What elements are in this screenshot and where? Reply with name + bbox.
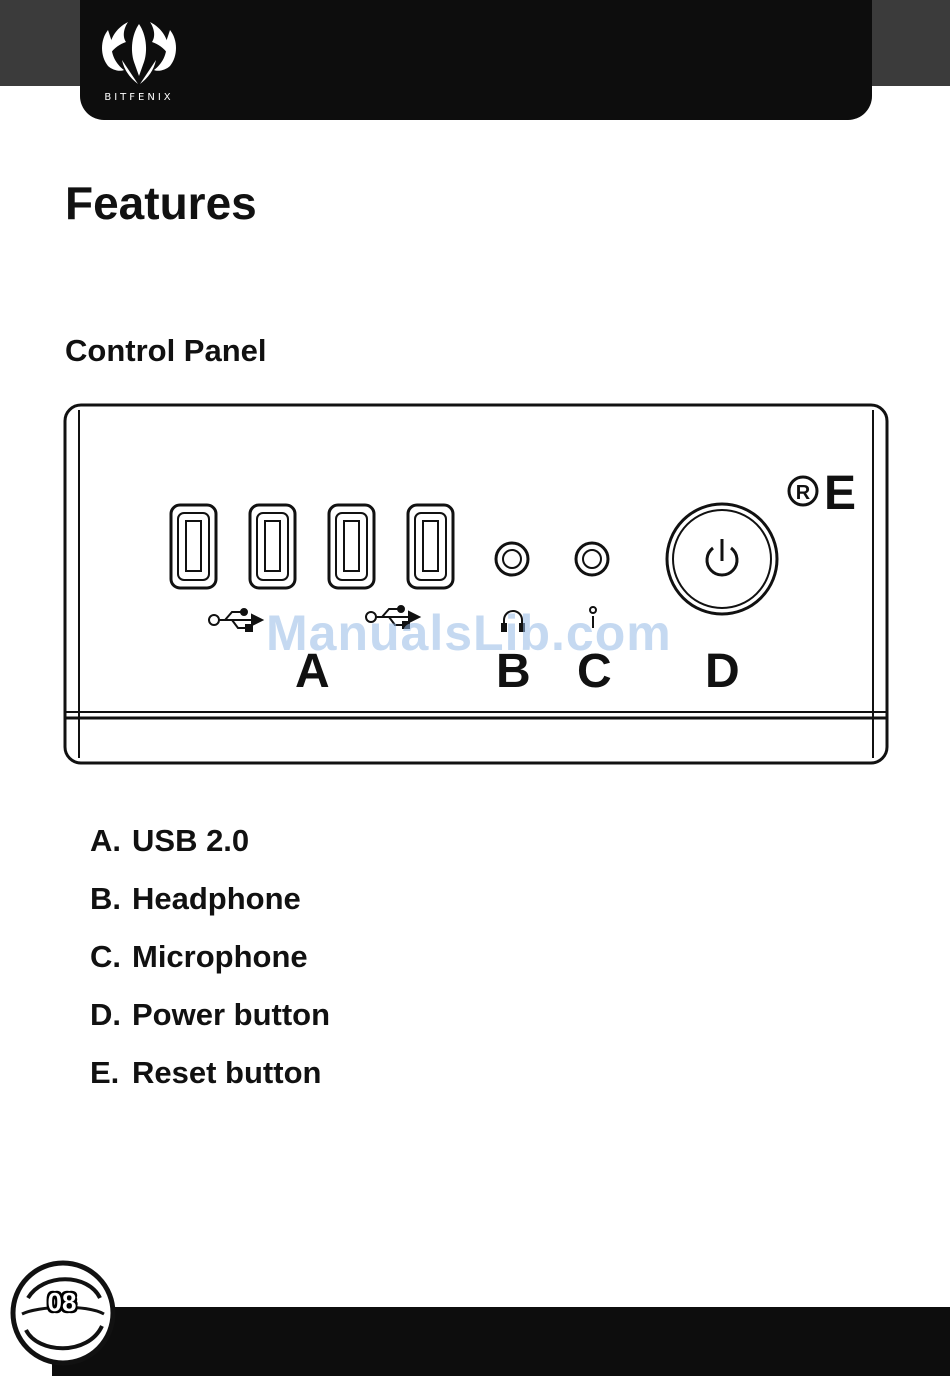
bitfenix-logo: BITFENIX [94, 10, 184, 110]
control-panel-drawing: R [62, 402, 892, 768]
usb-port [408, 505, 453, 588]
legend-item: D. Power button [90, 997, 330, 1055]
headphone-jack [496, 543, 528, 575]
legend-item: C. Microphone [90, 939, 330, 997]
power-icon [707, 539, 737, 575]
page-number: 08 [37, 1287, 87, 1318]
legend-text: Power button [132, 997, 330, 1055]
legend-key: A. [90, 823, 132, 881]
label-e: E [824, 466, 856, 521]
feature-legend: A. USB 2.0 B. Headphone C. Microphone D.… [90, 823, 330, 1113]
legend-item: E. Reset button [90, 1055, 330, 1113]
legend-item: B. Headphone [90, 881, 330, 939]
legend-text: USB 2.0 [132, 823, 249, 881]
header-tab [80, 0, 872, 120]
footer-bar [52, 1307, 950, 1376]
watermark: ManualsLib.com [266, 604, 672, 662]
microphone-jack [576, 543, 608, 575]
legend-text: Microphone [132, 939, 308, 997]
legend-item: A. USB 2.0 [90, 823, 330, 881]
control-panel-diagram: R A B C D E [62, 402, 892, 768]
legend-key: D. [90, 997, 132, 1055]
legend-text: Reset button [132, 1055, 321, 1113]
usb-icon [209, 609, 262, 631]
page-title: Features [65, 176, 257, 230]
svg-text:R: R [796, 482, 811, 504]
usb-port [329, 505, 374, 588]
legend-text: Headphone [132, 881, 301, 939]
usb-port [250, 505, 295, 588]
legend-key: E. [90, 1055, 132, 1113]
section-title: Control Panel [65, 333, 267, 369]
bitfenix-logo-icon [94, 10, 184, 92]
usb-port [171, 505, 216, 588]
registered-icon: R [789, 477, 817, 505]
label-d: D [705, 644, 740, 699]
brand-wordmark: BITFENIX [94, 92, 184, 103]
legend-key: C. [90, 939, 132, 997]
legend-key: B. [90, 881, 132, 939]
